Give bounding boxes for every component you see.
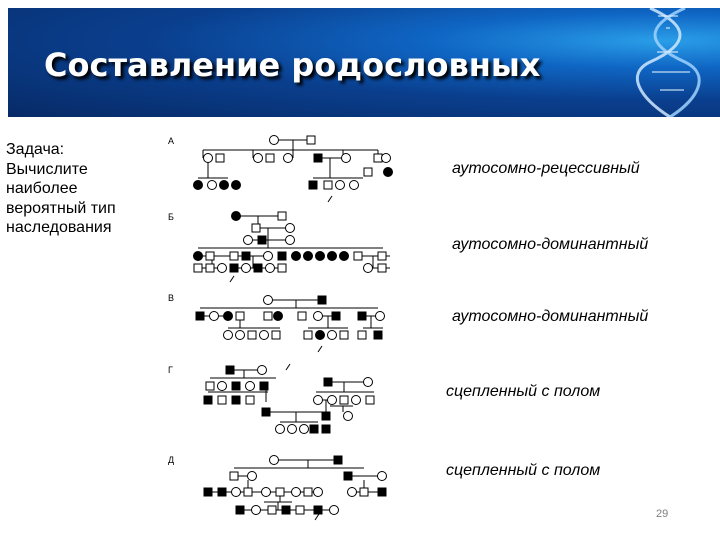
pedigree-label-v: В	[168, 293, 174, 303]
male-symbol	[306, 135, 316, 145]
answer-g: сцепленный с полом	[446, 383, 601, 400]
pedigree-label-b: Б	[168, 212, 174, 222]
pedigree-label-d: Д	[168, 455, 174, 465]
answer-b: аутосомно-доминантный	[452, 236, 649, 253]
answer-v: аутосомно-доминантный	[452, 308, 649, 325]
task-text: Задача: Вычислите наиболее вероятный тип…	[6, 141, 116, 236]
pedigree-label-a: А	[168, 136, 174, 146]
slide-number: 29	[656, 508, 669, 520]
dna-helix-icon	[636, 8, 701, 117]
title-banner: Составление родословных	[8, 8, 720, 117]
pedigree-diagram: А Б В Г Д	[168, 135, 393, 521]
slide-title: Составление родословных	[44, 46, 541, 84]
answer-a: аутосомно-рецессивный	[452, 160, 640, 177]
female-symbol	[269, 135, 279, 145]
pedigree-label-g: Г	[168, 365, 173, 375]
answer-d: сцепленный с полом	[446, 462, 601, 479]
